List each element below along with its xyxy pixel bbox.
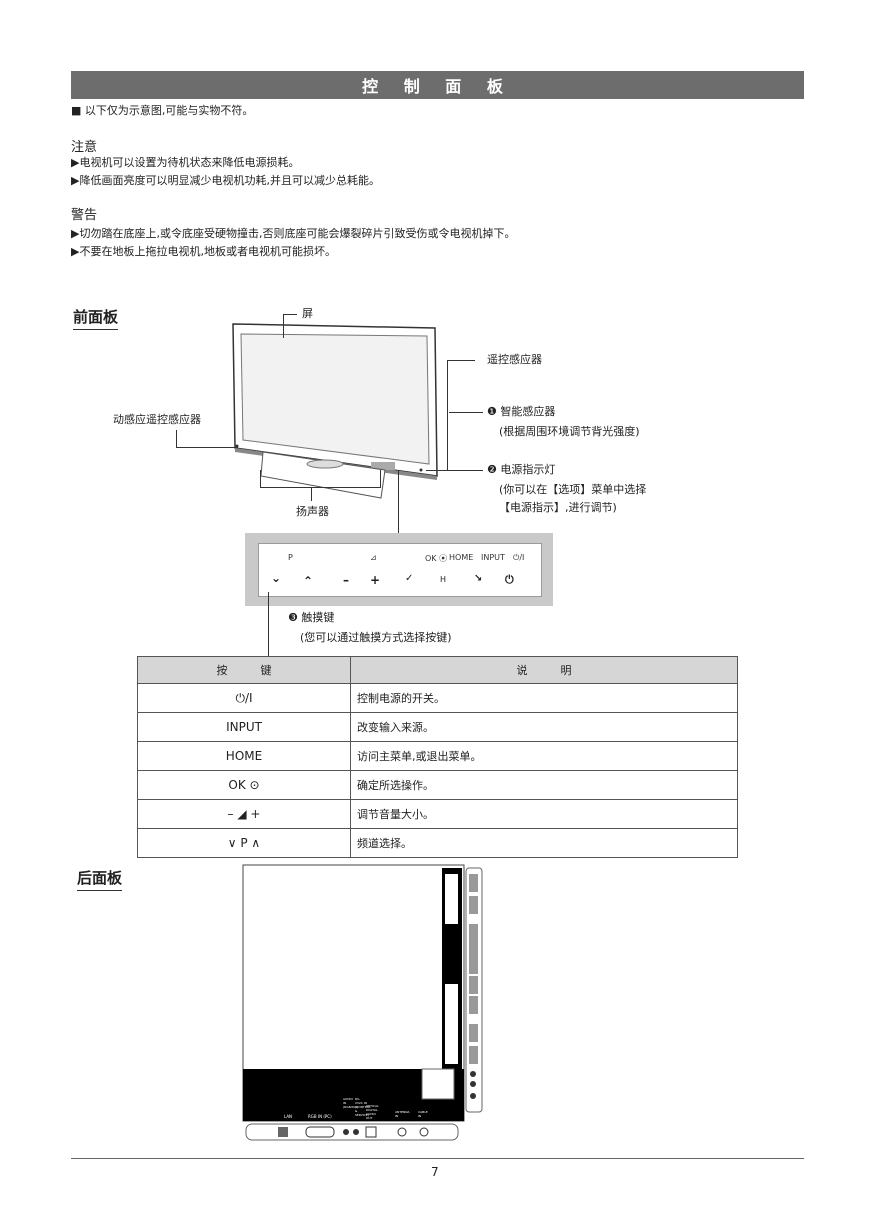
table-cell-desc: 频道选择。: [350, 828, 738, 858]
warning-heading: 警告: [71, 208, 98, 223]
panel-label-volume: ⊿: [370, 553, 377, 562]
touch-keys-label: ❸ 触摸键: [288, 611, 335, 624]
port-label-cable: CABLE IN: [418, 1110, 428, 1118]
port-label-audio-in: AUDIO IN (RGB/DVI): [343, 1097, 359, 1109]
table-cell-desc: 调节音量大小。: [350, 799, 738, 829]
motion-sensor-label: 动感应遥控感应器: [113, 413, 201, 426]
panel-label-home: HOME: [449, 553, 474, 562]
touch-key-panel: P ⊿ OK ⦿ HOME INPUT ⏻/I ⌄ ⌃ – + ✓ H ↘ ⏻: [245, 533, 553, 606]
table-cell-key: OK ⊙: [137, 770, 351, 800]
table-cell-desc: 改变输入来源。: [350, 712, 738, 742]
volume-down-key[interactable]: –: [343, 573, 349, 587]
table-row: HOME 访问主菜单,或退出菜单。: [137, 741, 738, 771]
volume-up-key[interactable]: +: [370, 573, 381, 587]
port-label-antenna: ANTENNA IN: [395, 1110, 410, 1118]
table-cell-desc: 控制电源的开关。: [350, 683, 738, 713]
back-panel-heading: 后面板: [77, 867, 123, 891]
speaker-label: 扬声器: [296, 505, 329, 518]
power-light-label: ❷ 电源指示灯: [487, 463, 556, 476]
input-key[interactable]: ↘: [474, 573, 483, 584]
table-header-key: 按 键: [137, 656, 351, 684]
table-row: ∨ P ∧ 频道选择。: [137, 828, 738, 858]
notice-item: ▶降低画面亮度可以明显减少电视机功耗,并且可以减少总耗能。: [71, 174, 380, 187]
panel-label-input: INPUT: [481, 553, 505, 562]
power-light-desc: (你可以在【选项】菜单中选择: [499, 483, 647, 496]
port-label-rgb: RGB IN (PC): [308, 1114, 332, 1119]
table-cell-desc: 访问主菜单,或退出菜单。: [350, 741, 738, 771]
footer-divider: [71, 1158, 804, 1159]
page-title: 控 制 面 板: [71, 71, 804, 99]
table-cell-key: INPUT: [137, 712, 351, 742]
tv-back-illustration: [242, 864, 483, 1141]
power-light-desc: 【电源指示】,进行调节): [499, 501, 617, 514]
key-description-table: 按 键 说 明 ⏻/I 控制电源的开关。 INPUT 改变输入来源。 HOME …: [137, 656, 738, 858]
port-label-rs232c: RS-232C IN (CONTROL & SERVICE): [355, 1097, 371, 1117]
channel-up-key[interactable]: ⌃: [303, 574, 314, 588]
screen-label: 屏: [302, 307, 313, 320]
warning-item: ▶不要在地板上拖拉电视机,地板或者电视机可能损坏。: [71, 245, 336, 258]
smart-sensor-desc: (根据周围环境调节背光强度): [499, 425, 640, 438]
power-key[interactable]: ⏻: [505, 573, 514, 586]
panel-label-power: ⏻/I: [513, 553, 525, 562]
table-cell-key: HOME: [137, 741, 351, 771]
front-panel-heading: 前面板: [73, 306, 119, 330]
channel-down-key[interactable]: ⌄: [271, 571, 282, 585]
smart-sensor-label: ❶ 智能感应器: [487, 405, 556, 418]
table-row: INPUT 改变输入来源。: [137, 712, 738, 742]
port-label-optical: OPTICAL DIGITAL AUDIO OUT: [366, 1104, 379, 1120]
table-row: ⏻/I 控制电源的开关。: [137, 683, 738, 713]
port-label-lan: LAN: [284, 1114, 293, 1119]
tv-front-illustration: [232, 323, 438, 499]
home-key[interactable]: H: [440, 575, 447, 584]
table-cell-key: ⏻/I: [137, 683, 351, 713]
disclaimer-note: ■ 以下仅为示意图,可能与实物不符。: [71, 104, 254, 117]
notice-item: ▶电视机可以设置为待机状态来降低电源损耗。: [71, 156, 300, 169]
table-row: – ◢ + 调节音量大小。: [137, 799, 738, 829]
page-number: 7: [431, 1165, 439, 1179]
ok-key[interactable]: ✓: [405, 573, 414, 584]
warning-item: ▶切勿踏在底座上,或令底座受硬物撞击,否则底座可能会爆裂碎片引致受伤或令电视机掉…: [71, 227, 516, 240]
table-cell-desc: 确定所选操作。: [350, 770, 738, 800]
remote-sensor-label: 遥控感应器: [487, 353, 542, 366]
table-row: OK ⊙ 确定所选操作。: [137, 770, 738, 800]
panel-label-p: P: [288, 553, 293, 562]
table-header-desc: 说 明: [350, 656, 738, 684]
table-cell-key: ∨ P ∧: [137, 828, 351, 858]
table-cell-key: – ◢ +: [137, 799, 351, 829]
panel-label-ok: OK ⦿: [425, 554, 448, 563]
notice-heading: 注意: [71, 140, 98, 155]
touch-keys-desc: (您可以通过触摸方式选择按键): [300, 631, 452, 644]
